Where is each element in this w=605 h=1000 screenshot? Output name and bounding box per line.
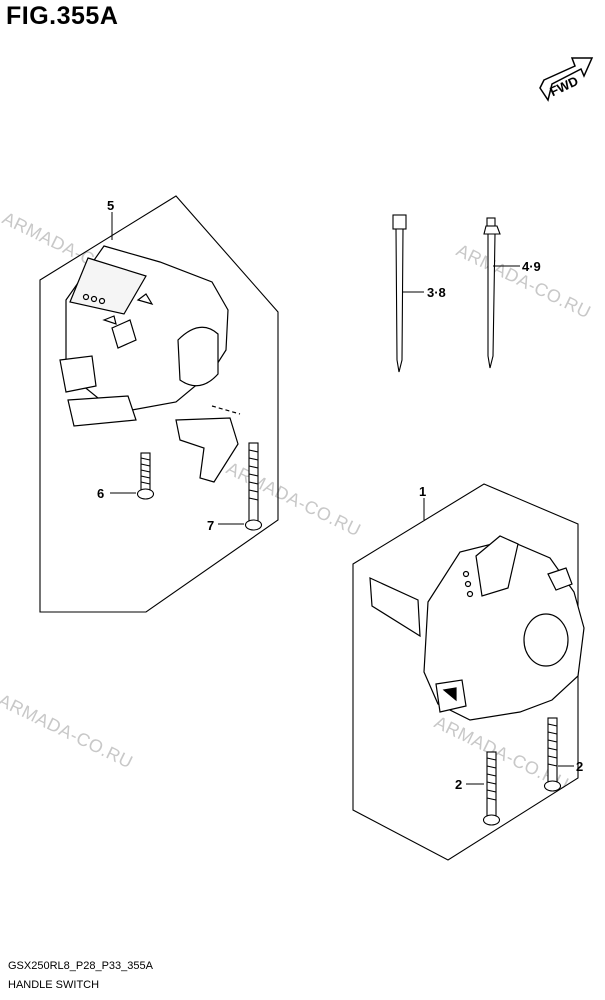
callout-2b: 2 — [576, 759, 583, 774]
callout-7: 7 — [207, 518, 214, 533]
group-frame-left-switch — [39, 195, 279, 613]
section-name: HANDLE SWITCH — [8, 979, 100, 991]
screw-6 — [136, 452, 155, 500]
group-frame-right-switch — [352, 483, 579, 861]
cable-tie-3-8 — [392, 214, 407, 373]
screw-2b — [543, 717, 562, 792]
screw-2a — [482, 751, 501, 826]
screw-7 — [244, 442, 263, 531]
model-code: GSX250RL8_P28_P33_355A — [8, 960, 153, 972]
callout-6: 6 — [97, 486, 104, 501]
fwd-arrow-icon: FWD — [539, 57, 594, 102]
callout-3-8: 3·8 — [427, 285, 446, 300]
callout-5: 5 — [107, 198, 114, 213]
callout-2a: 2 — [455, 777, 462, 792]
callout-1: 1 — [419, 484, 426, 499]
callout-4-9: 4·9 — [522, 259, 541, 274]
figure-title: FIG.355A — [6, 2, 119, 30]
cable-tie-4-9 — [483, 217, 501, 369]
left-handle-switch — [59, 245, 241, 483]
right-handle-switch — [369, 535, 585, 721]
